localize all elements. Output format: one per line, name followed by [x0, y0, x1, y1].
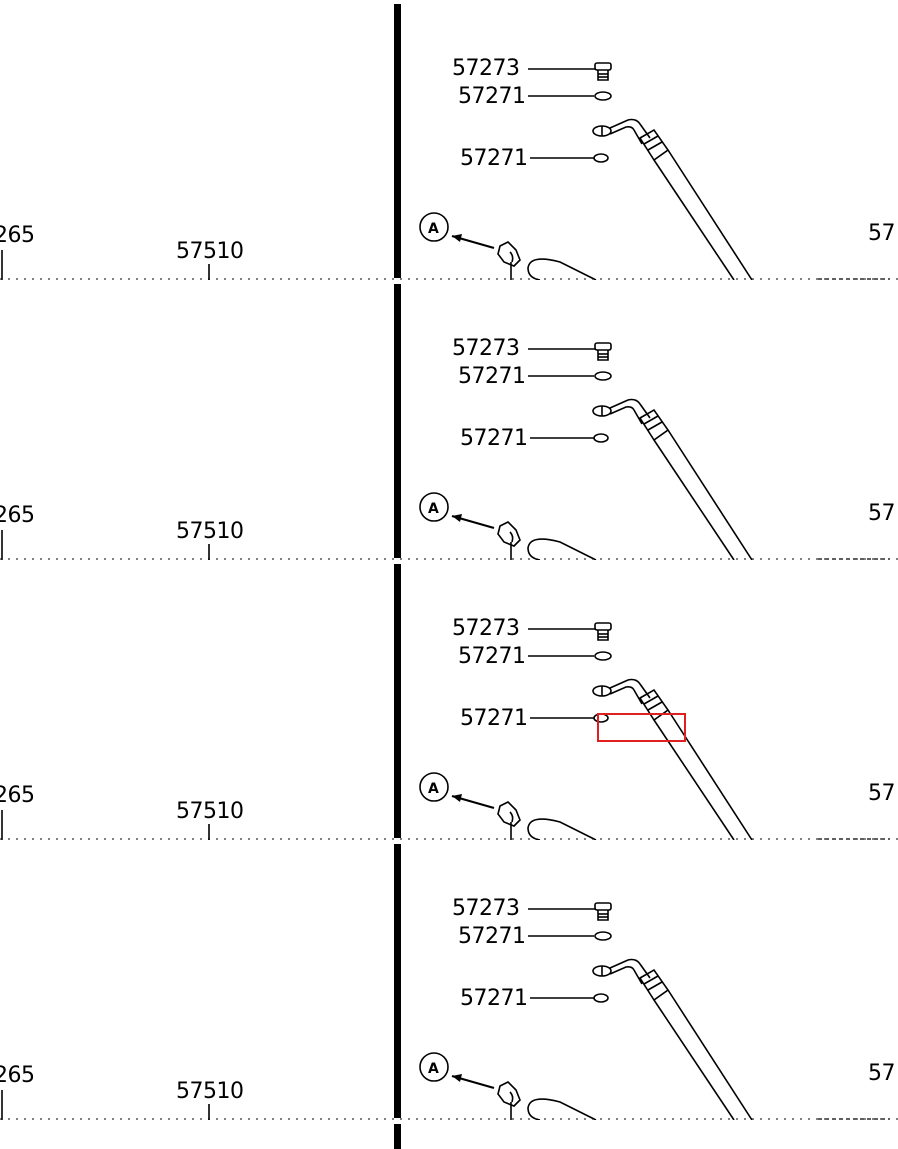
part-label-left-center: 57510 [176, 799, 244, 824]
screw-icon [594, 622, 612, 641]
part-label-right-edge: 57 [868, 781, 895, 806]
panel-divider-line [394, 284, 401, 558]
washer-lower-icon [593, 993, 609, 1003]
part-label-washer-lower: 57271 [460, 706, 528, 731]
panel-divider-line [394, 564, 401, 838]
part-label-washer-lower: 57271 [460, 146, 528, 171]
part-label-left-center: 57510 [176, 519, 244, 544]
highlight-box [597, 713, 686, 742]
part-label-screw: 57273 [452, 336, 520, 361]
svg-text:A: A [428, 221, 439, 237]
hose-loop-icon [527, 538, 597, 560]
panel-divider-line [394, 1124, 401, 1149]
screw-icon [594, 342, 612, 361]
part-label-washer-upper: 57271 [458, 84, 526, 109]
washer-upper-icon [594, 651, 612, 661]
part-label-left-center: 57510 [176, 239, 244, 264]
screw-icon [594, 62, 612, 81]
washer-lower-icon [593, 153, 609, 163]
washer-upper-icon [594, 371, 612, 381]
part-label-left-center: 57510 [176, 1079, 244, 1104]
parts-diagram-svg: 265 57510 57273 57271 57271 57 [0, 56, 898, 280]
hose-loop-icon [527, 258, 597, 280]
callout-a-icon: A [419, 1052, 495, 1090]
diagram-panel-highlighted: 265 57510 57273 57271 57271 57 [0, 560, 898, 840]
part-label-washer-upper: 57271 [458, 644, 526, 669]
callout-a-icon: A [419, 772, 495, 810]
hose-loop-icon [527, 1098, 597, 1120]
diagram-panel: 265 57510 57273 57271 57271 57 [0, 0, 898, 280]
part-label-right-edge: 57 [868, 221, 895, 246]
washer-upper-icon [594, 931, 612, 941]
svg-text:A: A [428, 501, 439, 517]
panel-divider-line [394, 4, 401, 278]
panel-divider-line [394, 844, 401, 1118]
part-label-left-edge: 265 [0, 783, 35, 808]
hose-clip-icon [497, 521, 521, 560]
washer-lower-icon [593, 433, 609, 443]
part-label-left-edge: 265 [0, 223, 35, 248]
diagram-panel: 265 57510 57273 57271 57271 57 [0, 280, 898, 560]
part-label-washer-upper: 57271 [458, 924, 526, 949]
part-label-left-edge: 265 [0, 503, 35, 528]
part-label-screw: 57273 [452, 896, 520, 921]
part-label-washer-upper: 57271 [458, 364, 526, 389]
diagram-panel: 265 57510 57273 57271 57271 57 [0, 840, 898, 1120]
part-label-washer-lower: 57271 [460, 986, 528, 1011]
brake-hose-icon [592, 398, 753, 560]
part-label-left-edge: 265 [0, 1063, 35, 1088]
parts-diagram-svg: 265 57510 57273 57271 57271 57 [0, 336, 898, 560]
washer-upper-icon [594, 91, 612, 101]
part-label-screw: 57273 [452, 616, 520, 641]
brake-hose-icon [592, 118, 753, 280]
part-label-washer-lower: 57271 [460, 426, 528, 451]
brake-hose-icon [592, 678, 753, 840]
part-label-screw: 57273 [452, 56, 520, 81]
parts-diagram-svg: 265 57510 57273 57271 57271 57 [0, 616, 898, 840]
screw-icon [594, 902, 612, 921]
part-label-right-edge: 57 [868, 501, 895, 526]
hose-clip-icon [497, 801, 521, 840]
hose-clip-icon [497, 241, 521, 280]
svg-text:A: A [428, 1061, 439, 1077]
hose-loop-icon [527, 818, 597, 840]
part-label-right-edge: 57 [868, 1061, 895, 1086]
callout-a-icon: A [419, 212, 495, 250]
parts-diagram-svg: 265 57510 57273 57271 57271 57 [0, 896, 898, 1120]
brake-hose-icon [592, 958, 753, 1120]
callout-a-icon: A [419, 492, 495, 530]
hose-clip-icon [497, 1081, 521, 1120]
svg-text:A: A [428, 781, 439, 797]
